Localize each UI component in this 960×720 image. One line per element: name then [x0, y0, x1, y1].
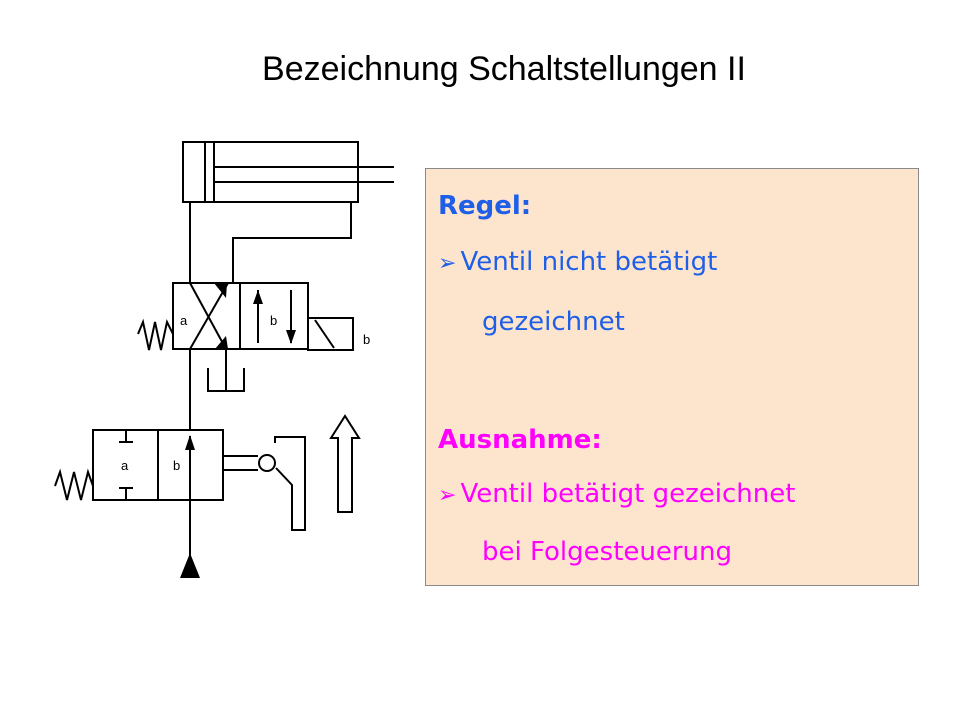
arrowheads: [180, 283, 296, 578]
tank-symbol: [189, 349, 245, 430]
exception-continuation: bei Folgesteuerung: [482, 537, 733, 567]
arrow-bullet-icon: ➢: [438, 251, 457, 276]
page-title: Bezeichnung Schaltstellungen II: [262, 50, 746, 88]
rule-continuation: gezeichnet: [482, 307, 625, 337]
upper-valve: [137, 282, 354, 351]
circuit-lines: [54, 141, 394, 560]
exception-bullet: ➢Ventil betätigt gezeichnet: [438, 479, 795, 509]
rule-info-box: Regel: ➢Ventil nicht betätigt gezeichnet…: [425, 168, 919, 586]
exception-heading: Ausnahme:: [438, 425, 602, 455]
line-cylinder-right: [232, 202, 352, 283]
rule-heading: Regel:: [438, 191, 532, 221]
upper-valve-label-a: a: [180, 313, 188, 328]
rule-bullet-text: Ventil nicht betätigt: [460, 247, 718, 277]
lower-valve-spring: [54, 468, 94, 501]
upper-valve-actuator-label: b: [363, 332, 370, 347]
upper-valve-spring: [137, 318, 174, 351]
lower-valve-label-a: a: [121, 458, 129, 473]
cam-trip: [274, 436, 306, 531]
arrow-bullet-icon: ➢: [438, 483, 457, 508]
motion-up-arrow: [329, 414, 361, 513]
exception-bullet-text: Ventil betätigt gezeichnet: [460, 479, 796, 509]
cylinder: [182, 141, 394, 203]
rule-bullet: ➢Ventil nicht betätigt: [438, 247, 717, 277]
lower-valve-label-b: b: [173, 458, 180, 473]
upper-valve-label-b: b: [270, 313, 277, 328]
lower-valve: [54, 429, 276, 501]
